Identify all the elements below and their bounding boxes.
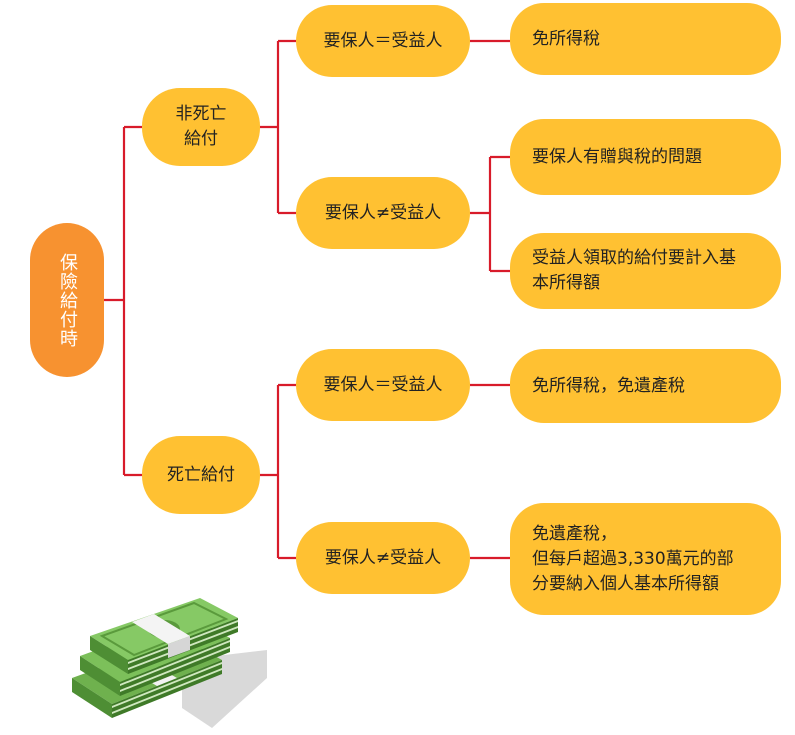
- condition-node: 要保人＝受益人: [296, 5, 470, 77]
- branch-label: 死亡給付: [167, 464, 235, 485]
- result-line: 免所得稅，免遺產稅: [532, 375, 685, 396]
- branch-death-benefit: 死亡給付: [142, 436, 260, 514]
- condition-node: 要保人＝受益人: [296, 349, 470, 421]
- result-node: 要保人有贈與稅的問題: [510, 119, 781, 195]
- root-node: 保險給付時: [30, 223, 104, 377]
- root-label: 保險給付時: [57, 252, 78, 348]
- result-line: 免遺產稅，: [532, 523, 617, 544]
- branch-non-death-benefit: 非死亡 給付: [142, 88, 260, 166]
- result-node: 受益人領取的給付要計入基 本所得額: [510, 233, 781, 309]
- money-stack-icon: [72, 598, 267, 728]
- result-line: 但每戶超過3,330萬元的部: [532, 548, 734, 569]
- branch-label-line: 給付: [184, 129, 218, 149]
- condition-label: 要保人＝受益人: [323, 374, 443, 395]
- branch-label-line: 非死亡: [175, 104, 227, 124]
- condition-label: 要保人＝受益人: [323, 30, 443, 51]
- result-node: 免所得稅: [510, 3, 781, 75]
- result-line: 免所得稅: [532, 28, 600, 49]
- condition-label: 要保人≠受益人: [324, 547, 442, 568]
- condition-node: 要保人≠受益人: [296, 177, 470, 249]
- condition-label: 要保人≠受益人: [324, 202, 442, 223]
- result-line: 受益人領取的給付要計入基: [532, 248, 736, 268]
- result-line: 分要納入個人基本所得額: [532, 573, 719, 594]
- result-node: 免所得稅，免遺產稅: [510, 349, 781, 423]
- condition-node: 要保人≠受益人: [296, 522, 470, 594]
- result-line: 本所得額: [532, 273, 600, 293]
- result-node: 免遺產稅， 但每戶超過3,330萬元的部 分要納入個人基本所得額: [510, 503, 781, 615]
- result-line: 要保人有贈與稅的問題: [532, 146, 702, 167]
